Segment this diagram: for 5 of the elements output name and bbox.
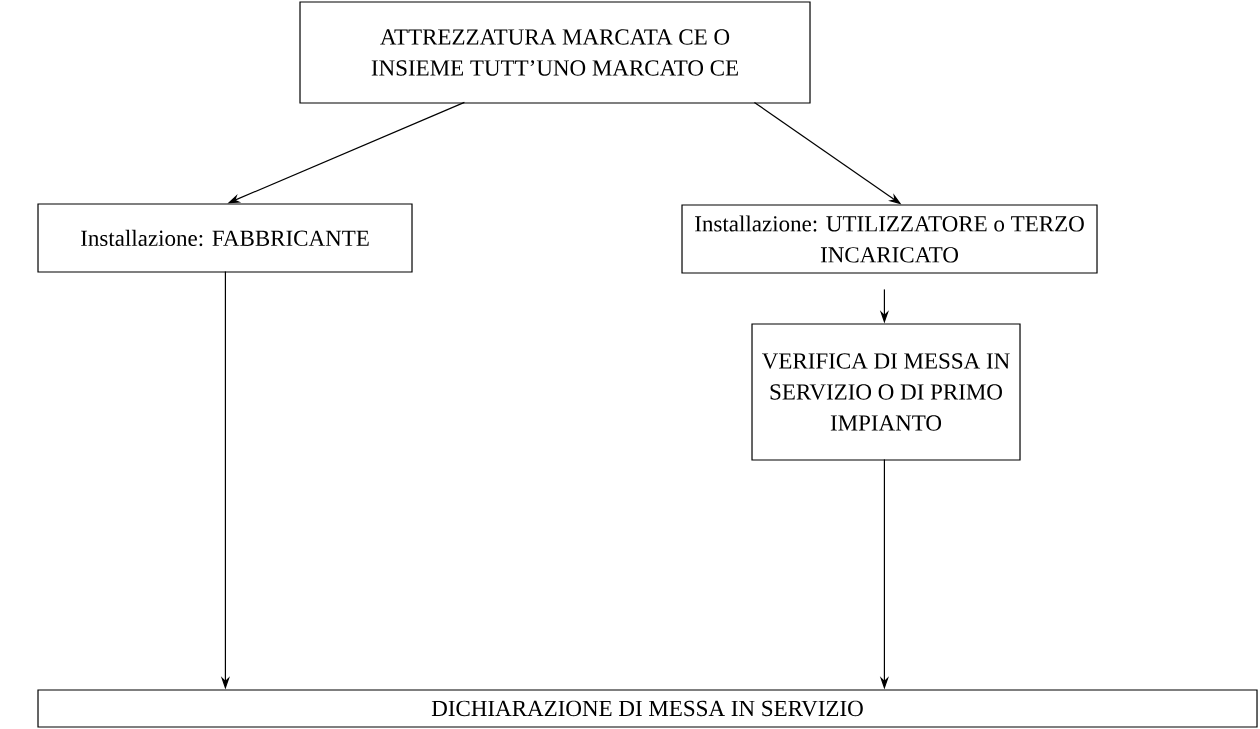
process-box: DICHIARAZIONE DI MESSA IN SERVIZIO xyxy=(37,689,1258,728)
process-box: ATTREZZATURA MARCATA CE O INSIEME TUTT’UNO MARCATO CE xyxy=(299,1,811,104)
process-box: VERIFICA DI MESSA IN SERVIZIO O DI PRIMO IMPIANTO xyxy=(751,323,1021,461)
process-box: Installazione: UTILIZZATORE o TERZO INCARICATO xyxy=(681,204,1098,274)
process-box: Installazione: FABBRICANTE xyxy=(37,203,413,273)
